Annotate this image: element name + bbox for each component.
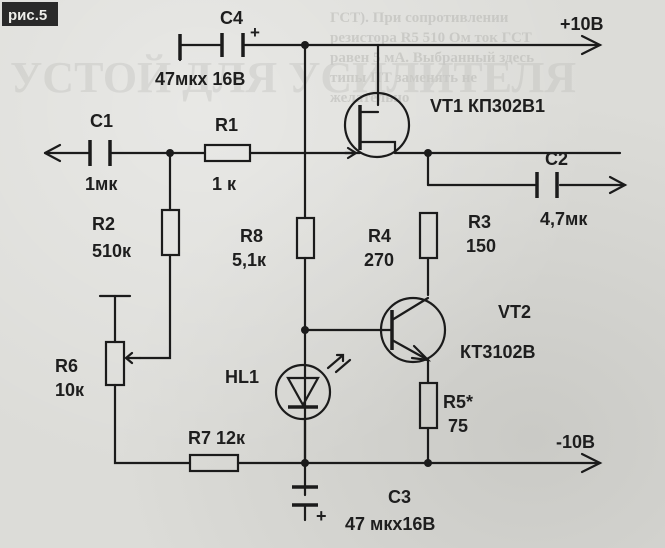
- capacitor-c2: [535, 172, 559, 198]
- bg-line-5: желательно: [330, 90, 409, 106]
- resistor-r1: [203, 143, 252, 163]
- r7-label: R7 12к: [188, 428, 246, 448]
- r3-value: 150: [466, 236, 496, 256]
- junction-dot: [301, 41, 309, 49]
- background-print: ГСТ). При сопротивлении резистора R5 510…: [10, 10, 576, 106]
- resistor-r2: [160, 208, 181, 257]
- r1-value: 1 к: [212, 174, 237, 194]
- c2-value: 4,7мк: [540, 209, 588, 229]
- c3-ref: C3: [388, 487, 411, 507]
- bg-line-1: ГСТ). При сопротивлении: [330, 10, 509, 26]
- junction-dot: [301, 459, 309, 467]
- c3-plus: +: [316, 506, 327, 526]
- vt2-ref: VT2: [498, 302, 531, 322]
- resistor-r8: [295, 216, 316, 260]
- r2-ref: R2: [92, 214, 115, 234]
- r2-value: 510к: [92, 241, 132, 261]
- junction-dot: [424, 149, 432, 157]
- r3-ref: R3: [468, 212, 491, 232]
- c1-value: 1мк: [85, 174, 118, 194]
- junction-dot: [166, 149, 174, 157]
- r4-ref: R4: [368, 226, 391, 246]
- vt1-label: VT1 КП302В1: [430, 96, 545, 116]
- c1-ref: C1: [90, 111, 113, 131]
- c4-plus: +: [250, 23, 260, 42]
- capacitor-c1: [88, 140, 112, 166]
- capacitor-c4: [178, 33, 245, 60]
- led-hl1: [274, 353, 352, 421]
- hl1-ref: HL1: [225, 367, 259, 387]
- resistor-r7: [188, 453, 240, 473]
- r5-ref: R5*: [443, 392, 473, 412]
- resistor-r5: [418, 381, 439, 430]
- r6-ref: R6: [55, 356, 78, 376]
- r6-value: 10к: [55, 380, 85, 400]
- junction-dot: [301, 326, 309, 334]
- vt2-type: КТ3102В: [460, 342, 535, 362]
- rail-plus-label: +10В: [560, 14, 604, 34]
- bg-line-3: равен 5 мА. Выбранный здесь: [330, 50, 534, 66]
- r5-value: 75: [448, 416, 468, 436]
- r8-value: 5,1к: [232, 250, 267, 270]
- labels: C4 + 47мкх 16В +10В VT1 КП302В1 C1 1мк R…: [55, 8, 604, 534]
- transistor-vt2: [379, 296, 447, 364]
- c3-value: 47 мкх16В: [345, 514, 435, 534]
- r4-value: 270: [364, 250, 394, 270]
- r8-ref: R8: [240, 226, 263, 246]
- wires: [43, 34, 628, 497]
- junction-dot: [424, 459, 432, 467]
- bg-heading: УСТОЙ ДЛЯ УСИЛИТЕЛЯ: [10, 53, 576, 102]
- c4-ref: C4: [220, 8, 243, 28]
- figure-badge-label: рис.5: [8, 7, 47, 24]
- rail-minus-label: -10В: [556, 432, 595, 452]
- bg-line-4: типы ПТ заменять не: [330, 70, 477, 86]
- capacitor-c3: [292, 485, 318, 522]
- junctions: [166, 41, 432, 467]
- resistor-r4: [418, 211, 439, 260]
- c4-value: 47мкх 16В: [155, 69, 245, 89]
- potentiometer-r6: [104, 340, 142, 387]
- transistor-vt1: [343, 91, 411, 160]
- figure-badge: [2, 2, 58, 26]
- r1-ref: R1: [215, 115, 238, 135]
- c2-ref: C2: [545, 149, 568, 169]
- bg-line-2: резистора R5 510 Ом ток ГСТ: [330, 30, 532, 46]
